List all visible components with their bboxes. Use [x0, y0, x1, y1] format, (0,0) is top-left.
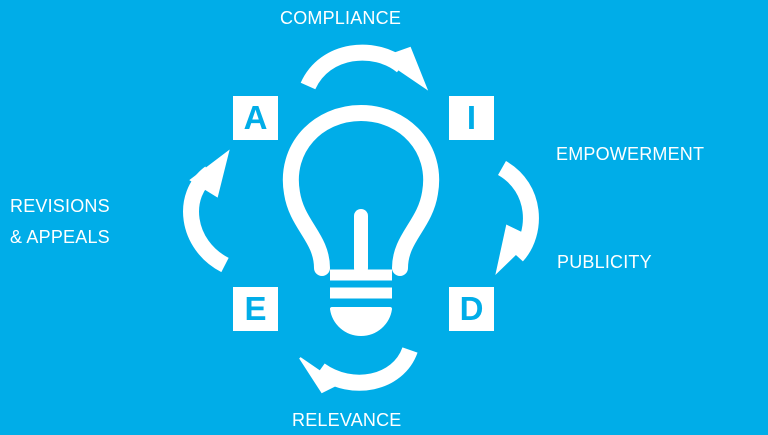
label-relevance: RELEVANCE [292, 410, 402, 430]
letter-d-box: D [449, 287, 494, 331]
letter-a-box: A [233, 96, 278, 140]
label-appeals: & APPEALS [10, 227, 110, 247]
cycle-arrow-icon [183, 44, 539, 394]
label-publicity: PUBLICITY [557, 252, 652, 272]
label-empowerment: EMPOWERMENT [556, 144, 705, 164]
letter-i-box: I [449, 96, 494, 140]
letter-e-box: E [233, 287, 278, 331]
lightbulb-icon [282, 105, 440, 336]
label-revisions: REVISIONS [10, 196, 110, 216]
label-compliance: COMPLIANCE [280, 8, 402, 28]
